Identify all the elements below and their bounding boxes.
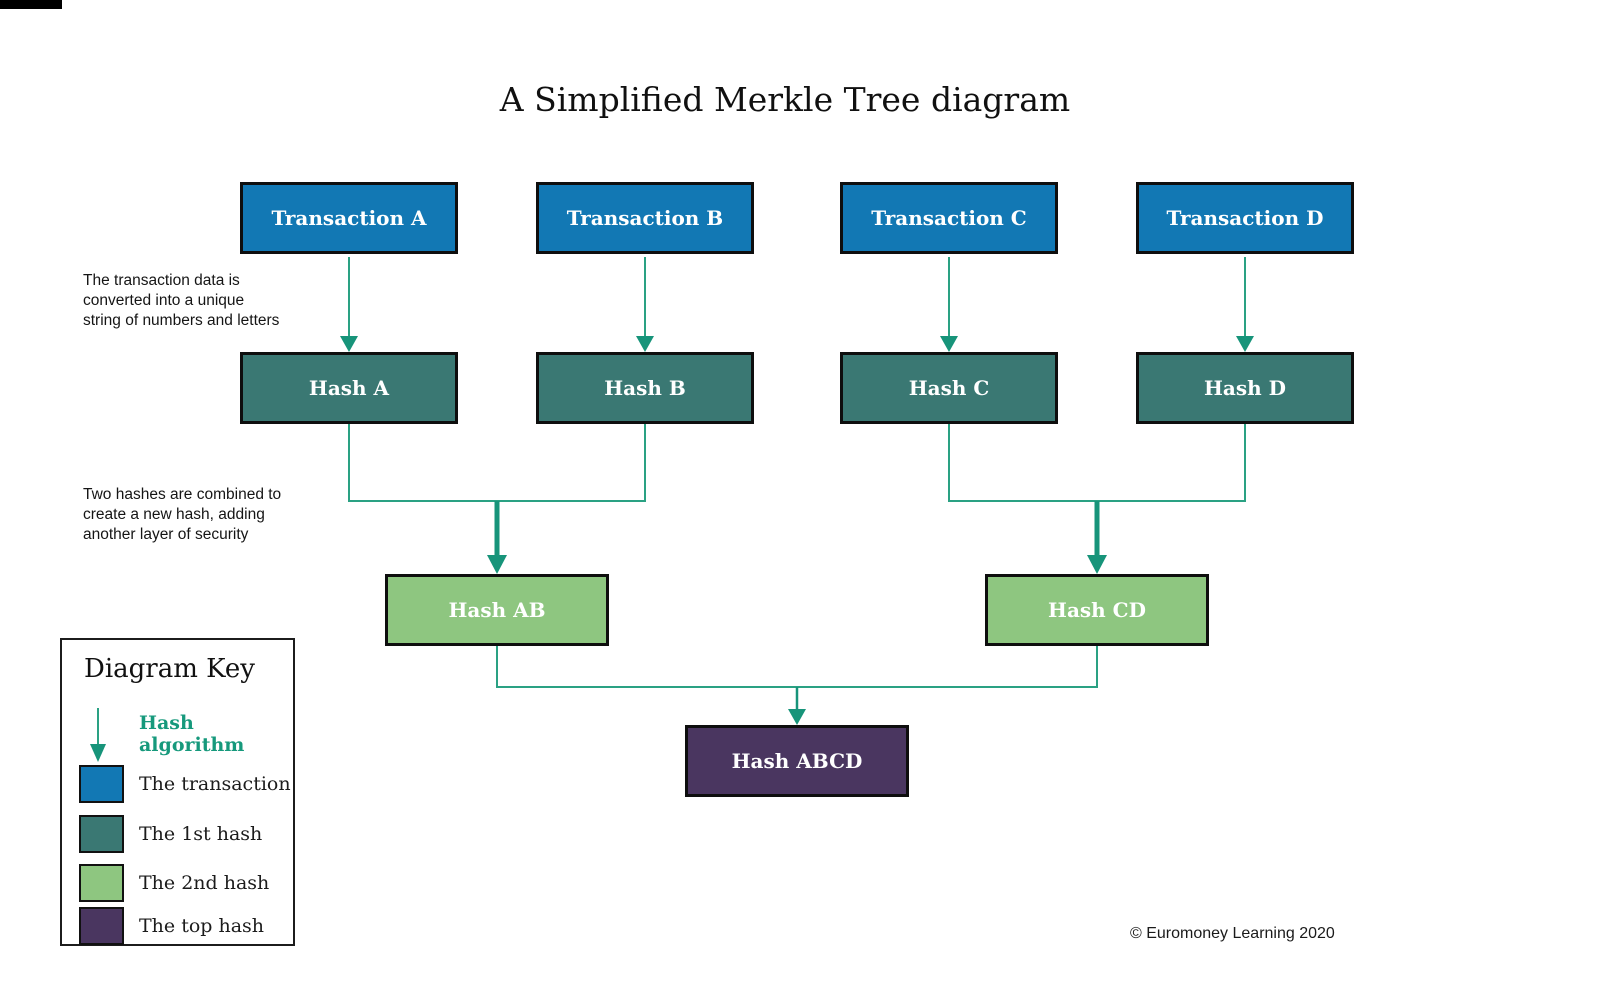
- node-hash-c: Hash C: [840, 352, 1058, 424]
- node-transaction-d: Transaction D: [1136, 182, 1354, 254]
- arrow-join-to-hash-cd: [1087, 501, 1107, 574]
- key-swatch-transaction: [79, 765, 124, 803]
- key-label-transaction: The transaction: [139, 773, 291, 795]
- arrow-join-to-hash-ab: [487, 501, 507, 574]
- arrow-transaction-d-to-hash-d: [1236, 257, 1254, 352]
- key-label-first-hash: The 1st hash: [139, 823, 263, 845]
- diagram-title: A Simplified Merkle Tree diagram: [499, 80, 1071, 119]
- annotation-first-hash: The transaction data is converted into a…: [83, 272, 280, 329]
- node-transaction-b: Transaction B: [536, 182, 754, 254]
- top-left-black-strip: [0, 0, 62, 9]
- annotation-combine-hash: Two hashes are combined to create a new …: [83, 486, 282, 543]
- join-hash-a-hash-b: [348, 424, 646, 502]
- node-hash-ab: Hash AB: [385, 574, 609, 646]
- node-transaction-c: Transaction C: [840, 182, 1058, 254]
- arrow-transaction-a-to-hash-a: [340, 257, 358, 352]
- node-hash-abcd: Hash ABCD: [685, 725, 909, 797]
- node-transaction-a: Transaction A: [240, 182, 458, 254]
- node-hash-d: Hash D: [1136, 352, 1354, 424]
- diagram-key-title: Diagram Key: [84, 654, 255, 684]
- key-label-top-hash: The top hash: [139, 915, 265, 937]
- copyright-text: © Euromoney Learning 2020: [1130, 925, 1335, 942]
- diagram-key-panel: Diagram Key Hash algorithm The transacti…: [60, 638, 295, 946]
- key-label-second-hash: The 2nd hash: [139, 872, 270, 894]
- key-label-hash-algorithm: Hash algorithm: [139, 712, 245, 756]
- key-swatch-second-hash: [79, 864, 124, 902]
- node-hash-cd: Hash CD: [985, 574, 1209, 646]
- key-swatch-top-hash: [79, 907, 124, 945]
- node-hash-b: Hash B: [536, 352, 754, 424]
- join-hash-c-hash-d: [948, 424, 1246, 502]
- key-swatch-first-hash: [79, 815, 124, 853]
- join-hash-ab-hash-cd: [496, 646, 1098, 688]
- arrow-transaction-b-to-hash-b: [636, 257, 654, 352]
- node-hash-a: Hash A: [240, 352, 458, 424]
- arrow-transaction-c-to-hash-c: [940, 257, 958, 352]
- arrow-join-to-hash-abcd: [788, 687, 806, 725]
- hash-algorithm-down-arrow-icon: [90, 708, 106, 762]
